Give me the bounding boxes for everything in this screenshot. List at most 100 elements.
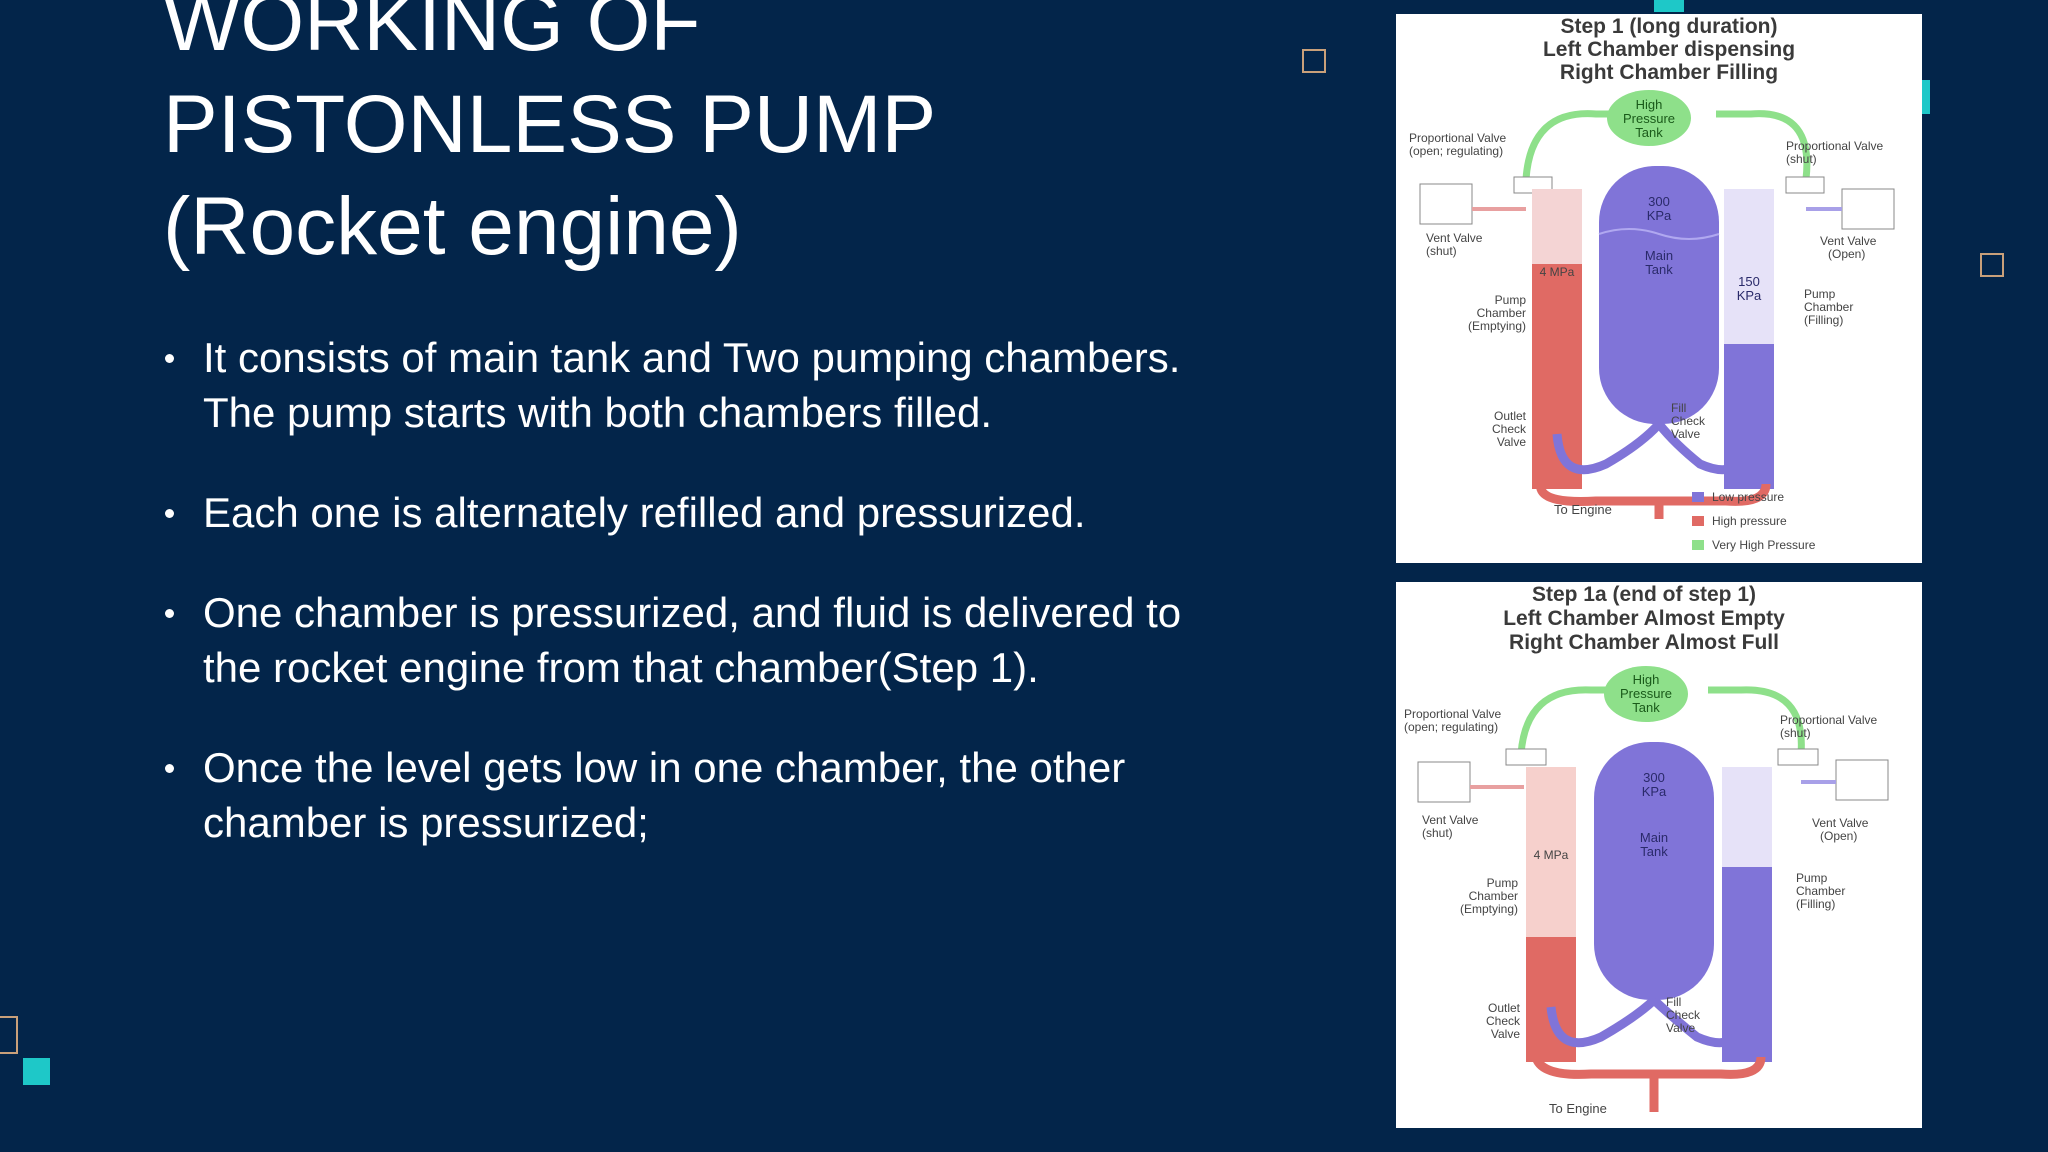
bullet-text: It consists of main tank and Two pumping… bbox=[203, 334, 1181, 436]
outlet-check-label: Outlet bbox=[1488, 1001, 1521, 1015]
pump-right-label: (Filling) bbox=[1796, 897, 1835, 911]
diagram-title-line: Left Chamber dispensing bbox=[1543, 38, 1795, 61]
fill-check-label: Valve bbox=[1666, 1021, 1695, 1035]
vent-valve-right-label: Vent Valve bbox=[1820, 234, 1877, 248]
vent-valve-left bbox=[1419, 183, 1473, 225]
outlet-line bbox=[1536, 483, 1771, 506]
bullet-dot-icon bbox=[165, 764, 174, 773]
legend-label: Low pressure bbox=[1712, 490, 1784, 504]
vent-valve-right-label: Vent Valve bbox=[1812, 816, 1869, 830]
proportional-valve-left bbox=[1505, 748, 1547, 766]
diagram-title-line: Right Chamber Filling bbox=[1560, 61, 1778, 84]
pump-left-label: Pump bbox=[1495, 293, 1527, 307]
bullet-dot-icon bbox=[165, 609, 174, 618]
fill-check-label: Check bbox=[1671, 414, 1706, 428]
decor-square-teal bbox=[1654, 0, 1684, 12]
pump-left-label: (Emptying) bbox=[1460, 902, 1518, 916]
pump-left-label: Chamber bbox=[1477, 306, 1526, 320]
prop-valve-left-label: Proportional Valve bbox=[1409, 131, 1506, 145]
main-tank-pressure: 300 bbox=[1648, 194, 1670, 209]
legend-swatch bbox=[1692, 540, 1704, 550]
right-chamber-pressure: KPa bbox=[1737, 288, 1762, 303]
slide-title: WORKING OF PISTONLESS PUMP (Rocket engin… bbox=[163, 0, 1063, 278]
diagram-step-1a: Step 1a (end of step 1) Left Chamber Alm… bbox=[1396, 582, 1922, 1128]
bullet-item: One chamber is pressurized, and fluid is… bbox=[163, 585, 1233, 695]
pump-left-label: (Emptying) bbox=[1468, 319, 1526, 333]
main-tank bbox=[1599, 166, 1719, 424]
high-pressure-line bbox=[1517, 686, 1805, 755]
vent-valve-left-label: Vent Valve bbox=[1422, 813, 1479, 827]
outlet-check-label: Outlet bbox=[1494, 409, 1527, 423]
diagram-title-line: Step 1a (end of step 1) bbox=[1532, 583, 1756, 606]
fill-check-label: Fill bbox=[1666, 995, 1681, 1009]
decor-square-outline bbox=[0, 1016, 18, 1054]
main-tank bbox=[1594, 742, 1714, 1000]
pump-right-label: Chamber bbox=[1804, 300, 1853, 314]
legend-label: High pressure bbox=[1712, 514, 1787, 528]
left-chamber-pressure: 4 MPa bbox=[1540, 265, 1575, 279]
decor-square-outline bbox=[1980, 253, 2004, 277]
prop-valve-right-label: Proportional Valve bbox=[1780, 713, 1877, 727]
vent-valve-left-label: (shut) bbox=[1422, 826, 1453, 840]
to-engine-label: To Engine bbox=[1549, 1101, 1607, 1116]
title-line-3: (Rocket engine) bbox=[163, 181, 742, 272]
main-tank-pressure: KPa bbox=[1642, 784, 1667, 799]
proportional-valve-right bbox=[1785, 176, 1825, 194]
legend-swatch bbox=[1692, 492, 1704, 502]
main-tank-label: Tank bbox=[1645, 262, 1673, 277]
vent-valve-right-label: (Open) bbox=[1828, 247, 1865, 261]
decor-square-teal bbox=[1922, 80, 1930, 114]
main-tank-pressure: 300 bbox=[1643, 770, 1665, 785]
pump-right-label: Chamber bbox=[1796, 884, 1845, 898]
bullet-item: Once the level gets low in one chamber, … bbox=[163, 740, 1233, 850]
decor-square-teal bbox=[23, 1058, 50, 1085]
left-chamber-pressure: 4 MPa bbox=[1534, 848, 1569, 862]
fill-check-label: Valve bbox=[1671, 427, 1700, 441]
hp-tank-label: High bbox=[1636, 97, 1663, 112]
title-line-1: WORKING OF bbox=[163, 0, 701, 68]
diagram-step-1: Step 1 (long duration) Left Chamber disp… bbox=[1396, 14, 1922, 563]
outlet-check-label: Valve bbox=[1497, 435, 1526, 449]
decor-square-outline bbox=[1302, 49, 1326, 73]
pump-right-label: Pump bbox=[1804, 287, 1836, 301]
pump-left-label: Pump bbox=[1487, 876, 1519, 890]
diagram-step-1a-svg: Step 1a (end of step 1) Left Chamber Alm… bbox=[1404, 583, 1889, 1116]
prop-valve-right-label: Proportional Valve bbox=[1786, 139, 1883, 153]
right-chamber-pressure: 150 bbox=[1738, 274, 1760, 289]
outlet-line bbox=[1531, 1055, 1766, 1079]
to-engine-label: To Engine bbox=[1554, 502, 1612, 517]
outlet-check-label: Valve bbox=[1491, 1027, 1520, 1041]
vent-valve-right bbox=[1841, 188, 1895, 230]
bullet-dot-icon bbox=[165, 509, 174, 518]
vent-valve-right bbox=[1835, 759, 1889, 801]
outlet-check-label: Check bbox=[1492, 422, 1527, 436]
hp-tank-label: Tank bbox=[1635, 125, 1663, 140]
prop-valve-left-label: Proportional Valve bbox=[1404, 707, 1501, 721]
diagram-title-line: Left Chamber Almost Empty bbox=[1503, 607, 1785, 630]
proportional-valve-right bbox=[1777, 748, 1819, 766]
vent-valve-left-label: (shut) bbox=[1426, 244, 1457, 258]
title-line-2: PISTONLESS PUMP bbox=[163, 79, 937, 170]
pump-right-label: Pump bbox=[1796, 871, 1828, 885]
bullet-text: Each one is alternately refilled and pre… bbox=[203, 489, 1086, 536]
high-pressure-line bbox=[1522, 110, 1811, 180]
outlet-check-label: Check bbox=[1486, 1014, 1521, 1028]
hp-tank-label: Pressure bbox=[1623, 111, 1675, 126]
main-tank-label: Tank bbox=[1640, 844, 1668, 859]
legend-label: Very High Pressure bbox=[1712, 538, 1816, 552]
high-pressure-tank bbox=[1604, 666, 1688, 722]
right-pump-chamber bbox=[1722, 867, 1772, 1062]
bullet-item: Each one is alternately refilled and pre… bbox=[163, 485, 1233, 540]
prop-valve-right-label: (shut) bbox=[1786, 152, 1817, 166]
hp-tank-label: High bbox=[1633, 672, 1660, 687]
diagram-title-line: Right Chamber Almost Full bbox=[1509, 631, 1779, 654]
prop-valve-left-label: (open; regulating) bbox=[1404, 720, 1498, 734]
fill-check-label: Fill bbox=[1671, 401, 1686, 415]
bullet-list: It consists of main tank and Two pumping… bbox=[163, 330, 1233, 895]
pump-left-label: Chamber bbox=[1469, 889, 1518, 903]
bullet-dot-icon bbox=[165, 354, 174, 363]
vent-valve-left-label: Vent Valve bbox=[1426, 231, 1483, 245]
bullet-text: One chamber is pressurized, and fluid is… bbox=[203, 589, 1182, 691]
main-tank-pressure: KPa bbox=[1647, 208, 1672, 223]
bullet-text: Once the level gets low in one chamber, … bbox=[203, 744, 1126, 846]
